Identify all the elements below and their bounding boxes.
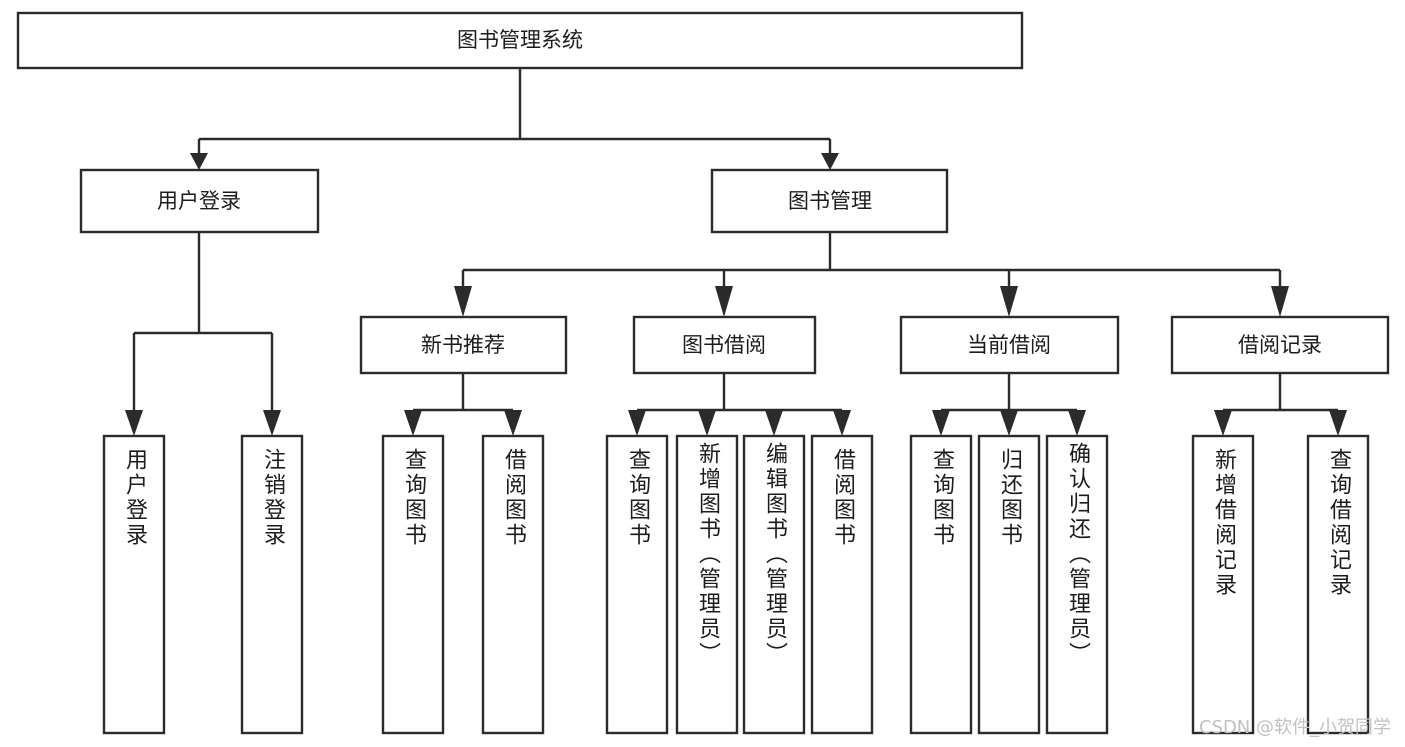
- arrow-head-leaf-bb4: [833, 410, 851, 436]
- arrow-head-leaf-nb1: [404, 410, 422, 436]
- leaf-box-nb-query-book[interactable]: [381, 434, 445, 735]
- connectors-current-borrow-to-leaves: [932, 373, 1086, 436]
- node-book-manage-label: 图书管理: [788, 189, 872, 213]
- node-book-borrow-label: 图书借阅: [682, 333, 766, 357]
- leaf-box-bb-query-book[interactable]: [605, 434, 669, 735]
- node-root[interactable]: 图书管理系统: [16, 11, 1024, 70]
- node-root-label: 图书管理系统: [457, 28, 583, 52]
- leaf-box-nb-borrow-book[interactable]: [481, 434, 545, 735]
- node-user-login-label: 用户登录: [157, 189, 241, 213]
- node-root-box[interactable]: [16, 11, 1024, 70]
- connectors-new-book-to-leaves: [404, 373, 522, 436]
- arrow-head-leaf-user-login: [125, 410, 143, 436]
- arrow-head-leaf-bb1: [628, 410, 646, 436]
- node-borrow-record[interactable]: 借阅记录: [1170, 315, 1390, 375]
- node-user-login-box[interactable]: [79, 168, 320, 234]
- arrow-head-borrow-record: [1271, 286, 1289, 317]
- leaf-box-br-query-record[interactable]: [1306, 434, 1370, 735]
- arrow-head-leaf-bb3: [765, 410, 783, 436]
- arrow-head-leaf-cb1: [932, 410, 950, 436]
- arrow-head-new-book: [454, 286, 472, 317]
- leaf-box-cb-query-book[interactable]: [909, 434, 973, 735]
- arrow-head-book-borrow: [715, 286, 733, 317]
- arrow-head-user-login: [190, 153, 208, 170]
- leaf-box-bb-add-book[interactable]: [675, 434, 739, 735]
- leaf-box-br-add-record[interactable]: [1191, 434, 1255, 735]
- connectors-book-borrow-to-leaves: [628, 373, 851, 436]
- arrow-head-leaf-br1: [1214, 410, 1232, 436]
- node-borrow-record-label: 借阅记录: [1238, 333, 1322, 357]
- leaf-box-bb-borrow-book[interactable]: [810, 434, 874, 735]
- leaf-box-user-login[interactable]: [102, 434, 166, 735]
- node-new-book-label: 新书推荐: [421, 333, 505, 357]
- arrow-head-leaf-bb2: [698, 410, 716, 436]
- arrow-head-leaf-cb3: [1068, 410, 1086, 436]
- node-book-manage-box[interactable]: [710, 168, 949, 234]
- arrow-head-book-manage: [821, 153, 839, 170]
- leaf-box-bb-edit-book[interactable]: [742, 434, 806, 735]
- arrow-head-current-borrow: [1000, 286, 1018, 317]
- arrow-head-leaf-br2: [1329, 410, 1347, 436]
- node-current-borrow[interactable]: 当前借阅: [899, 315, 1120, 375]
- connectors-user-login-to-leaves: [125, 232, 281, 436]
- node-borrow-record-box[interactable]: [1170, 315, 1390, 375]
- node-new-book-box[interactable]: [359, 315, 568, 375]
- leaf-box-cb-return-book[interactable]: [977, 434, 1041, 735]
- node-book-manage[interactable]: 图书管理: [710, 168, 949, 234]
- connectors-borrow-record-to-leaves: [1214, 373, 1347, 436]
- connectors-book-manage-to-level3: [454, 232, 1289, 317]
- leaf-box-cb-confirm-return[interactable]: [1045, 434, 1109, 735]
- arrow-head-leaf-nb2: [504, 410, 522, 436]
- node-current-borrow-box[interactable]: [899, 315, 1120, 375]
- arrow-head-leaf-logout: [263, 410, 281, 436]
- node-book-borrow[interactable]: 图书借阅: [632, 315, 817, 375]
- node-current-borrow-label: 当前借阅: [967, 333, 1051, 357]
- arrow-head-leaf-cb2: [1000, 410, 1018, 436]
- node-book-borrow-box[interactable]: [632, 315, 817, 375]
- leaf-box-logout[interactable]: [240, 434, 304, 735]
- node-user-login[interactable]: 用户登录: [79, 168, 320, 234]
- node-new-book[interactable]: 新书推荐: [359, 315, 568, 375]
- connectors-root-to-level2: [190, 68, 839, 170]
